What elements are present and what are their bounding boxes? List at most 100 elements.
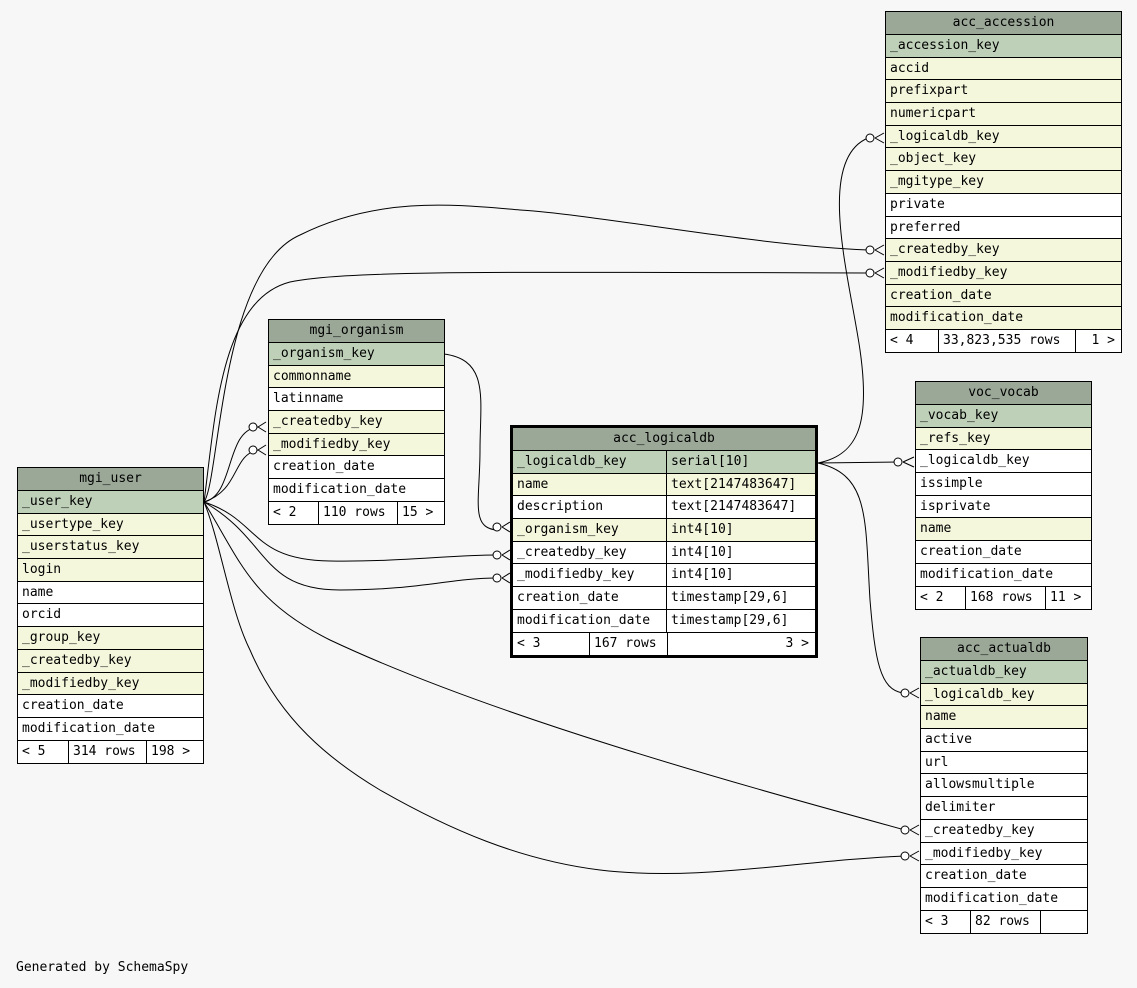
- children-link[interactable]: 11 >: [1045, 586, 1091, 609]
- column-name: creation_date: [273, 459, 375, 475]
- optional-marker: [492, 522, 502, 532]
- children-link[interactable]: 198 >: [146, 740, 203, 763]
- column-row[interactable]: name: [18, 582, 203, 605]
- table-title[interactable]: mgi_user: [18, 468, 203, 491]
- column-row[interactable]: allowsmultiple: [921, 774, 1087, 798]
- column-row[interactable]: _mgitype_key: [886, 171, 1121, 194]
- edge-user-organism-modifiedby: [203, 449, 259, 503]
- optional-marker: [248, 445, 258, 455]
- column-row[interactable]: creation_date: [921, 865, 1087, 888]
- column-row[interactable]: private: [886, 194, 1121, 217]
- column-row[interactable]: _createdby_key: [886, 239, 1121, 262]
- column-row[interactable]: login: [18, 559, 203, 582]
- table-mgi-user[interactable]: mgi_user _user_key_usertype_key _userstat…: [17, 467, 204, 764]
- column-row[interactable]: modification_date: [18, 718, 203, 741]
- column-row[interactable]: _vocab_key: [916, 405, 1091, 428]
- column-row[interactable]: _user_key: [18, 491, 203, 514]
- column-row[interactable]: creation_date: [886, 284, 1121, 308]
- children-link[interactable]: 3 >: [667, 632, 815, 655]
- column-row[interactable]: modification_date: [916, 564, 1091, 587]
- column-row[interactable]: _refs_key: [916, 427, 1091, 451]
- table-title[interactable]: acc_logicaldb: [513, 428, 815, 451]
- column-row[interactable]: _createdby_key: [921, 820, 1087, 843]
- column-row[interactable]: creation_date: [18, 695, 203, 718]
- column-row[interactable]: prefixpart: [886, 80, 1121, 104]
- column-name: _userstatus_key: [22, 539, 140, 555]
- column-row[interactable]: _object_key: [886, 148, 1121, 172]
- children-link[interactable]: [1040, 910, 1087, 933]
- column-row[interactable]: url: [921, 752, 1087, 775]
- column-row[interactable]: _logicaldb_key: [921, 683, 1087, 707]
- children-link[interactable]: 15 >: [397, 501, 444, 524]
- column-row[interactable]: modification_date: [269, 479, 444, 502]
- column-row[interactable]: _usertype_key: [18, 513, 203, 537]
- column-row[interactable]: _modifiedby_key: [921, 843, 1087, 866]
- column-row[interactable]: _actualdb_key: [921, 661, 1087, 684]
- table-voc-vocab[interactable]: voc_vocab _vocab_key_refs_key_logicaldb_…: [915, 381, 1092, 610]
- column-row[interactable]: _accession_key: [886, 35, 1121, 58]
- column-row[interactable]: creation_date: [269, 456, 444, 480]
- column-row[interactable]: name: [916, 518, 1091, 542]
- column-row[interactable]: _userstatus_key: [18, 536, 203, 560]
- children-link[interactable]: 1 >: [1075, 329, 1121, 352]
- optional-marker: [248, 422, 258, 432]
- column-name: _createdby_key: [273, 414, 383, 430]
- column-name: name: [517, 476, 549, 492]
- column-row[interactable]: delimiter: [921, 797, 1087, 820]
- column-row[interactable]: accid: [886, 57, 1121, 81]
- column-name: _modifiedby_key: [517, 567, 635, 583]
- column-row[interactable]: numericpart: [886, 103, 1121, 126]
- column-row[interactable]: _createdby_key: [269, 411, 444, 434]
- column-row[interactable]: _organism_key: [269, 343, 444, 366]
- table-title[interactable]: acc_actualdb: [921, 638, 1087, 661]
- column-name: modification_date: [517, 612, 651, 628]
- column-name: _organism_key: [517, 522, 619, 538]
- parents-link[interactable]: < 5: [22, 743, 46, 759]
- column-row[interactable]: name: [921, 706, 1087, 730]
- optional-marker: [492, 550, 502, 560]
- column-row[interactable]: _logicaldb_key: [886, 125, 1121, 149]
- column-name: _object_key: [890, 151, 977, 167]
- column-row[interactable]: _logicaldb_key: [916, 450, 1091, 474]
- column-row[interactable]: creation_date: [916, 541, 1091, 564]
- edge-user-actualdb-modifiedby: [203, 501, 906, 875]
- column-row[interactable]: isprivate: [916, 496, 1091, 519]
- column-row[interactable]: active: [921, 729, 1087, 752]
- column-row[interactable]: modification_date: [921, 888, 1087, 911]
- column-row[interactable]: preferred: [886, 217, 1121, 240]
- table-title[interactable]: voc_vocab: [916, 382, 1091, 405]
- column-row[interactable]: _createdby_key: [18, 649, 203, 673]
- column-name: _mgitype_key: [890, 174, 984, 190]
- parents-link[interactable]: < 3: [925, 913, 949, 929]
- parents-link[interactable]: < 3: [517, 635, 541, 651]
- column-name: modification_date: [890, 310, 1024, 326]
- column-row[interactable]: _modifiedby_key: [18, 672, 203, 696]
- column-row[interactable]: modification_date: [886, 307, 1121, 330]
- parents-link[interactable]: < 2: [920, 589, 944, 605]
- column-row[interactable]: latinname: [269, 388, 444, 412]
- column-row[interactable]: issimple: [916, 473, 1091, 496]
- table-title[interactable]: acc_accession: [886, 12, 1121, 35]
- parents-link[interactable]: < 2: [273, 504, 297, 520]
- table-acc-actualdb[interactable]: acc_actualdb _actualdb_key_logicaldb_key…: [920, 637, 1088, 934]
- edge-logicaldb-actualdb: [817, 462, 904, 694]
- edge-user-organism-createdby: [203, 426, 259, 503]
- column-row[interactable]: _group_key: [18, 627, 203, 650]
- parents-link[interactable]: < 4: [890, 332, 914, 348]
- column-row[interactable]: orcid: [18, 604, 203, 628]
- column-row[interactable]: commonname: [269, 365, 444, 389]
- column-row[interactable]: _modifiedby_key: [886, 261, 1121, 285]
- table-title[interactable]: mgi_organism: [269, 320, 444, 343]
- column-row[interactable]: _modifiedby_key: [269, 433, 444, 457]
